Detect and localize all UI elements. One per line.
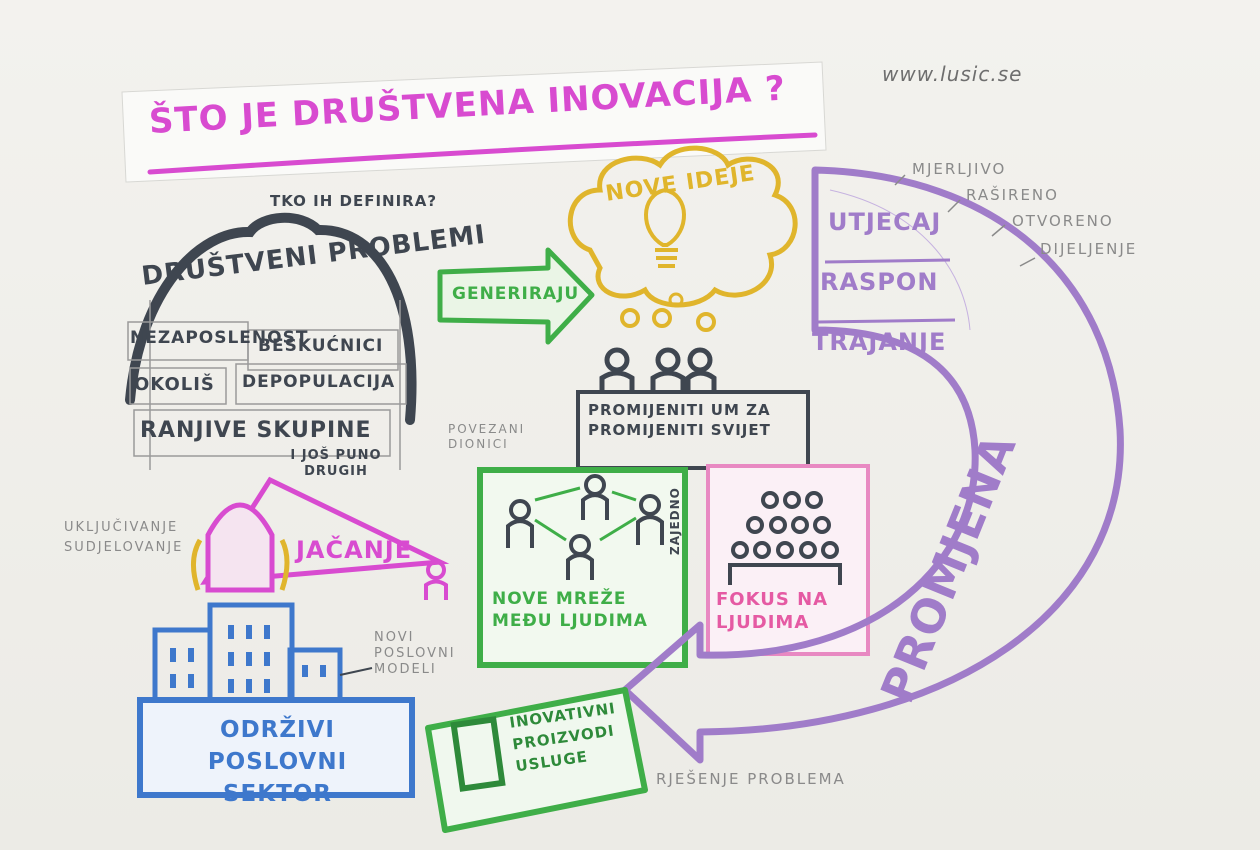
innovative-box: [425, 687, 648, 833]
crowd-icon: [728, 491, 842, 585]
networks-label: NOVE MREŽE MEĐU LJUDIMA: [492, 589, 648, 631]
problem-item-5: RANJIVE SKUPINE: [140, 418, 372, 443]
problem-item-6: I JOŠ PUNO DRUGIH: [290, 448, 382, 479]
people-icon: [599, 347, 717, 392]
business-sector-box: [137, 697, 415, 798]
person-icon: [205, 502, 275, 593]
strengthening-label: JAČANJE: [296, 536, 413, 564]
impact-note-3: OTVORENO: [1012, 212, 1114, 230]
title-underline: [147, 132, 818, 175]
inclusion-note-1: UKLJUČIVANJE: [64, 520, 179, 535]
focus-label: FOKUS NA LJUDIMA: [716, 589, 829, 633]
change-mind-box: [576, 390, 810, 470]
network-people-icon: [506, 474, 664, 580]
problem-item-3: OKOLIŠ: [134, 374, 215, 395]
problem-box-5: [133, 409, 391, 457]
problem-item-4: DEPOPULACIJA: [242, 372, 396, 392]
problem-item-2: BESKUĆNICI: [258, 336, 384, 356]
door-icon: [450, 716, 506, 792]
impact-note-1: MJERLJIVO: [912, 160, 1007, 178]
problems-question: TKO IH DEFINIRA?: [270, 192, 438, 210]
title-strip: [121, 61, 827, 183]
generate-label: GENERIRAJU: [452, 284, 580, 304]
focus-box: [706, 464, 870, 656]
website-url: www.lusic.se: [882, 62, 1023, 86]
impact-note-2: RAŠIRENO: [966, 186, 1059, 204]
generate-arrow: [437, 247, 595, 345]
problem-item-1: NEZAPOSLENOST: [130, 328, 309, 348]
impact-item-1: UTJECAJ: [828, 208, 942, 236]
stakeholders-note: POVEZANI DIONICI: [448, 422, 526, 451]
problems-arch: [125, 212, 417, 425]
change-mind-label: PROMIJENITI UM ZA PROMIJENITI SVIJET: [588, 401, 771, 439]
problem-box-2: [247, 329, 399, 371]
impact-item-2: RASPON: [820, 268, 939, 296]
lightbulb-icon: [644, 187, 686, 247]
change-arrow: [621, 166, 1124, 764]
idea-cloud: [567, 145, 798, 308]
problem-box-3: [129, 367, 227, 405]
problem-box-4: [235, 363, 407, 405]
impact-note-4: DIJELJENJE: [1040, 240, 1138, 258]
impact-item-3: TRAJANJE: [812, 328, 947, 356]
inclusion-note-2: SUDJELOVANJE: [64, 540, 184, 555]
business-models-note: NOVI POSLOVNI MODELI: [374, 630, 456, 677]
solution-note: RJEŠENJE PROBLEMA: [656, 770, 846, 788]
together-label: ZAJEDNO: [668, 487, 682, 555]
business-sector-label: ODRŽIVI POSLOVNI SEKTOR: [207, 717, 348, 807]
